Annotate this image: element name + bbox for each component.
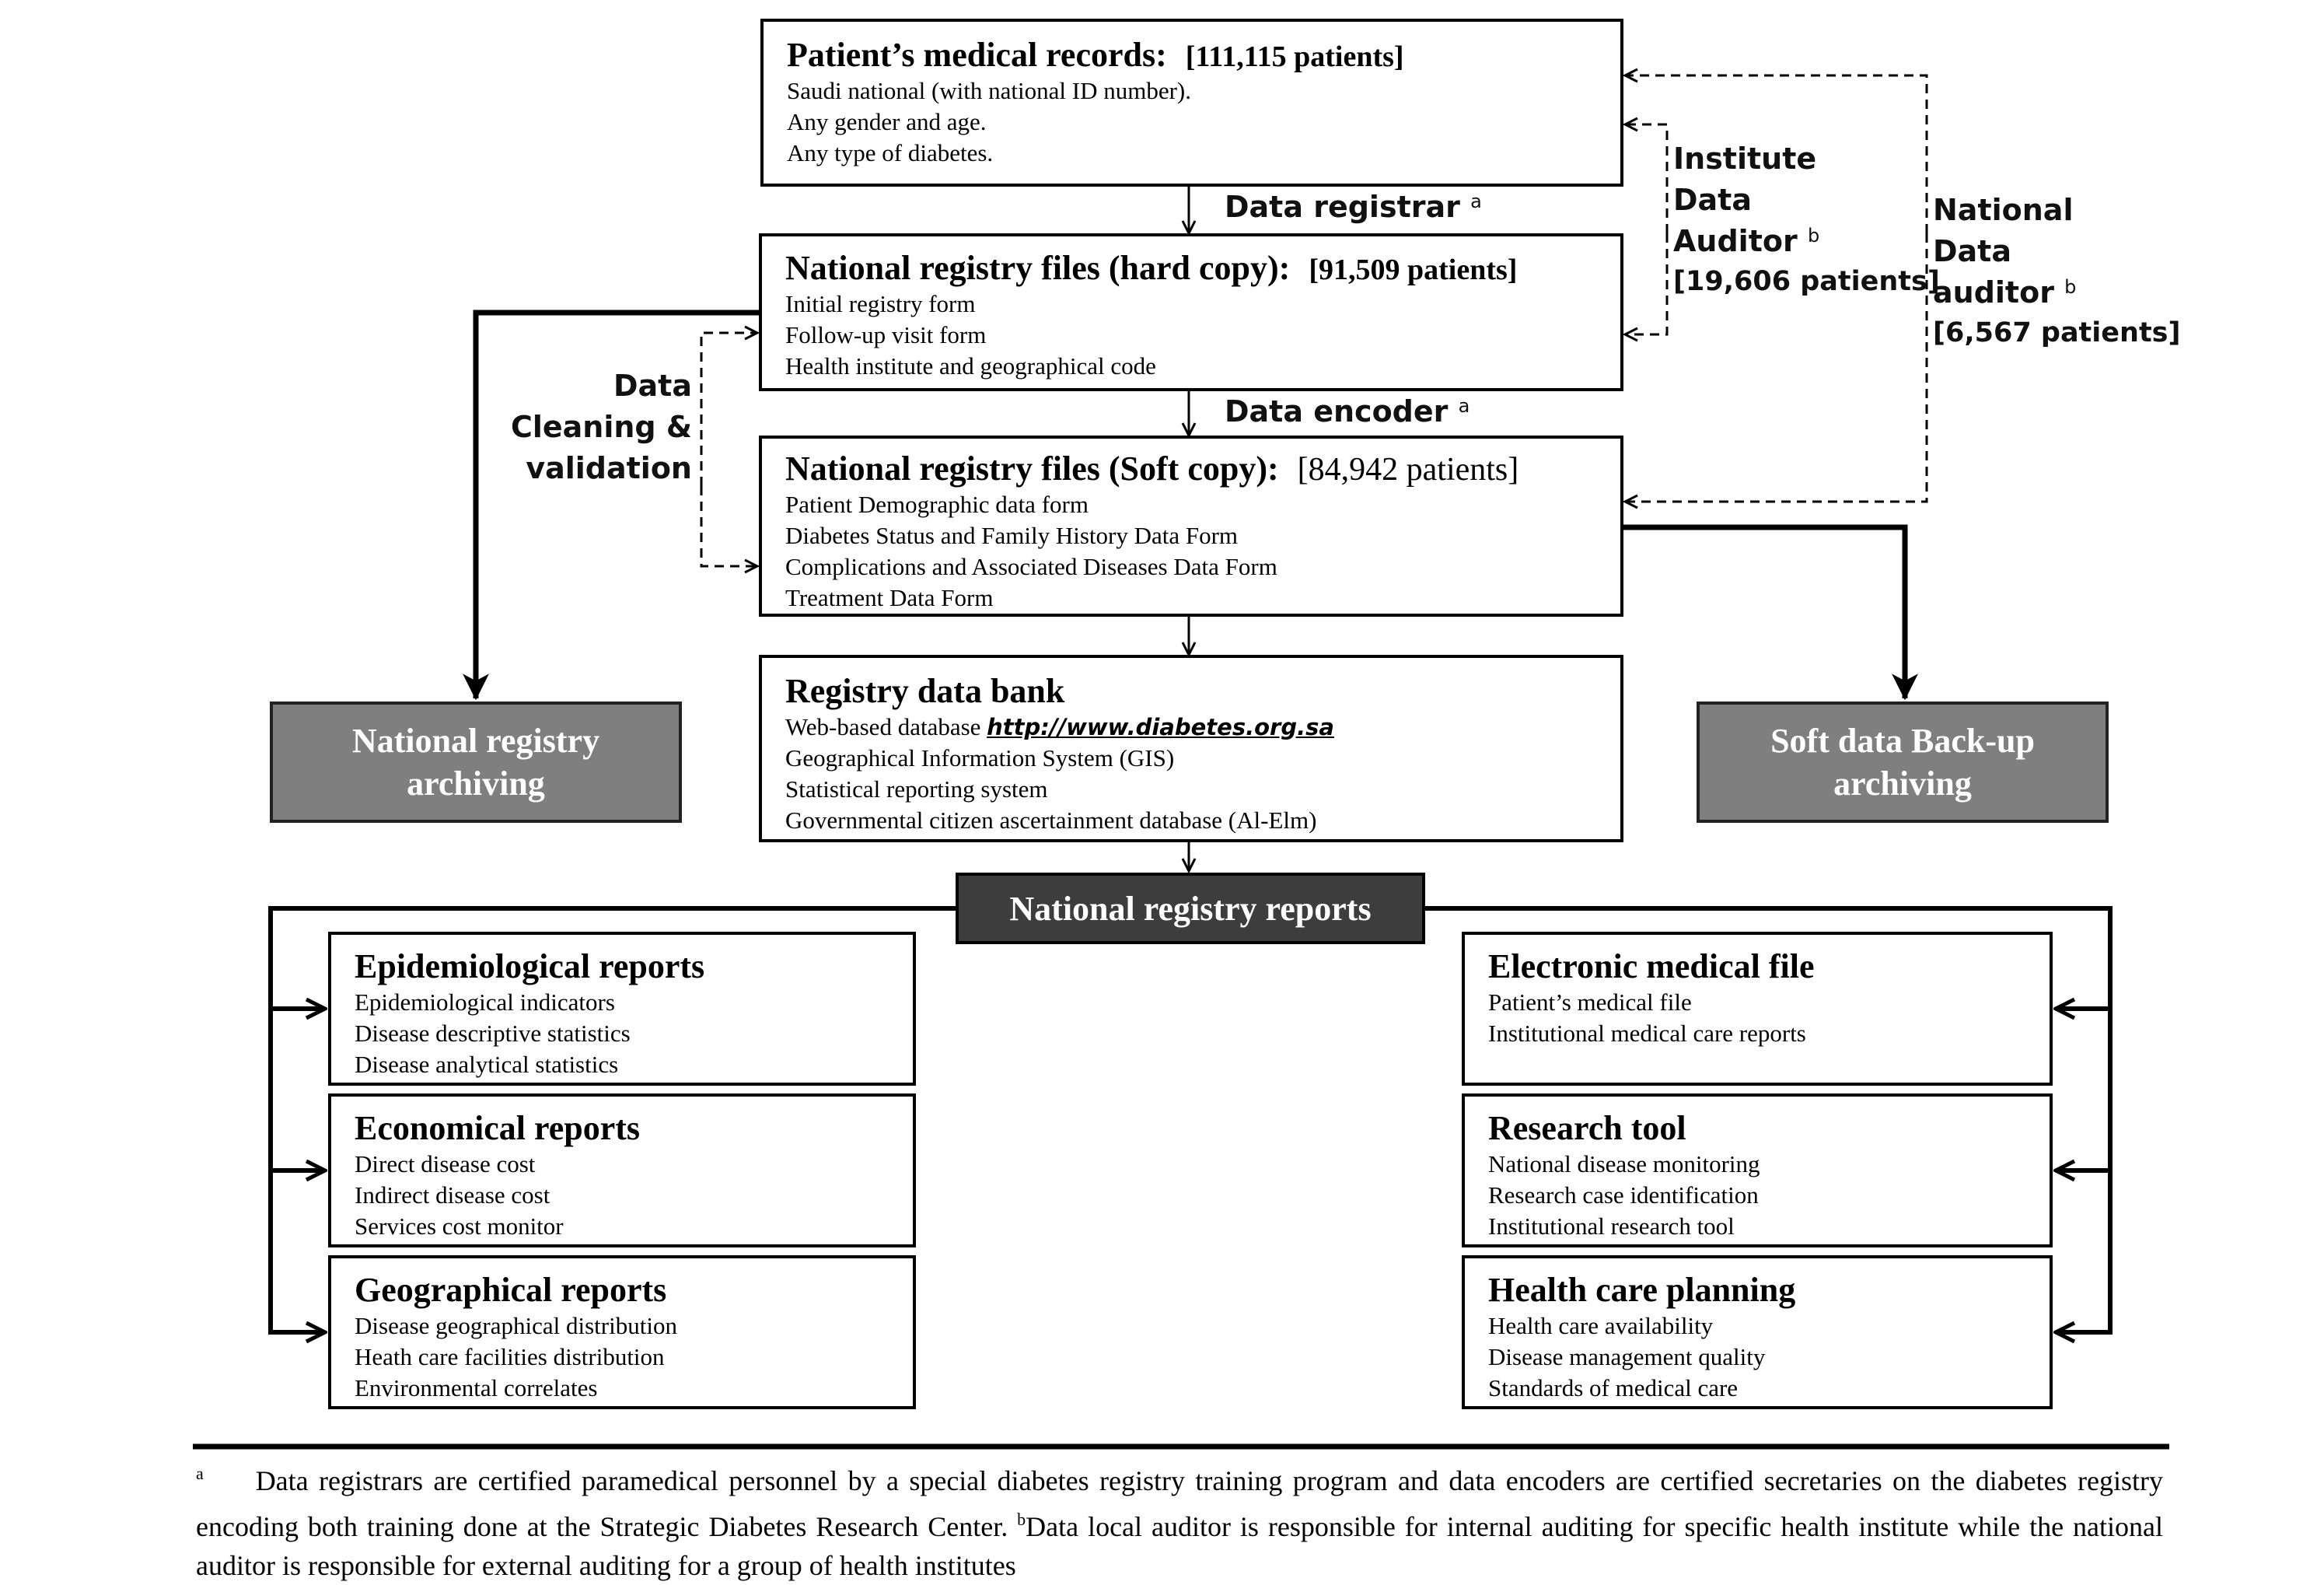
medical-records-count: [111,115 patients] [1185, 40, 1404, 73]
economical-line: Services cost monitor [355, 1212, 564, 1240]
epidemiological-line: Epidemiological indicators [355, 988, 615, 1016]
geographical-reports-box: Geographical reports Disease geographica… [328, 1255, 916, 1409]
economical-title: Economical reports [355, 1109, 641, 1147]
data-bank-line: Web-based database http://www.diabetes.o… [785, 712, 1334, 740]
soft-backup-line: Soft data Back-up [1770, 722, 2035, 760]
footnote-text-b: Data local auditor is responsible for in… [196, 1511, 2164, 1581]
research-tool-line: Research case identification [1488, 1181, 1759, 1209]
soft-copy-count: [84,942 patients] [1297, 452, 1519, 488]
data-bank-title: Registry data bank [785, 672, 1065, 710]
epidemiological-title: Epidemiological reports [355, 947, 705, 985]
geographical-line: Heath care facilities distribution [355, 1342, 665, 1370]
soft-copy-box: National registry files (Soft copy):[84,… [759, 436, 1623, 617]
footnote-mark-a: a [196, 1464, 204, 1483]
epidemiological-line: Disease analytical statistics [355, 1050, 619, 1078]
economical-reports-box: Economical reports Direct disease cost I… [328, 1093, 916, 1247]
health-planning-line: Health care availability [1488, 1311, 1714, 1339]
arrow-hardcopy-to-archiving [463, 310, 759, 701]
institute-auditor-count: [19,606 patients] [1673, 265, 1940, 297]
health-planning-title: Health care planning [1488, 1271, 1796, 1309]
geographical-line: Disease geographical distribution [355, 1311, 677, 1339]
medical-records-title: Patient’s medical records:[111,115 patie… [787, 36, 1404, 74]
data-bank-url-link[interactable]: http://www.diabetes.org.sa [987, 713, 1334, 740]
national-reports-title: National registry reports [1009, 889, 1372, 928]
research-tool-line: National disease monitoring [1488, 1149, 1760, 1177]
arrow-national-auditor-to-records [1625, 75, 1928, 233]
data-bank-box: Registry data bank Web-based database ht… [759, 655, 1623, 842]
soft-backup-box: Soft data Back-up archiving [1697, 702, 2109, 823]
hard-copy-count: [91,509 patients] [1309, 254, 1518, 286]
epidemiological-line: Disease descriptive statistics [355, 1019, 631, 1047]
arrow-institute-auditor-to-hardcopy [1625, 233, 1669, 334]
soft-copy-line: Diabetes Status and Family History Data … [785, 521, 1239, 549]
research-tool-line: Institutional research tool [1488, 1212, 1735, 1240]
health-planning-line: Standards of medical care [1488, 1373, 1739, 1401]
national-auditor-count: [6,567 patients] [1933, 317, 2181, 348]
geographical-line: Environmental correlates [355, 1373, 598, 1401]
electronic-file-line: Institutional medical care reports [1488, 1019, 1806, 1047]
research-tool-title: Research tool [1488, 1109, 1686, 1147]
footnote-text-a: Data registrars are certified paramedica… [196, 1465, 2164, 1542]
electronic-file-title: Electronic medical file [1488, 947, 1815, 985]
arrow-institute-auditor-to-records [1625, 124, 1669, 233]
soft-copy-title: National registry files (Soft copy):[84,… [785, 450, 1519, 488]
geographical-title: Geographical reports [355, 1271, 667, 1309]
data-encoder-label: Data encoder a [1225, 394, 1470, 429]
soft-backup-line: archiving [1833, 765, 1972, 803]
national-archiving-box: National registry archiving [270, 702, 682, 823]
arrow-softcopy-to-backup [1623, 524, 1918, 701]
medical-records-line: Any type of diabetes. [787, 138, 994, 166]
economical-line: Direct disease cost [355, 1149, 536, 1177]
hard-copy-line: Follow-up visit form [785, 320, 987, 348]
data-bank-line: Statistical reporting system [785, 775, 1048, 803]
health-planning-line: Disease management quality [1488, 1342, 1766, 1370]
institute-auditor-label: Institute Data Auditor b [19,606 patient… [1673, 138, 1940, 301]
soft-copy-line: Treatment Data Form [785, 583, 994, 611]
footnote-mark-b: b [1017, 1510, 1026, 1529]
arrow-cleaning-to-softcopy [700, 486, 757, 566]
data-bank-line: Geographical Information System (GIS) [785, 744, 1175, 772]
data-cleaning-label: Data Cleaning & validation [510, 369, 692, 486]
soft-copy-line: Patient Demographic data form [785, 490, 1089, 518]
national-archiving-line: National registry [351, 722, 600, 760]
electronic-file-line: Patient’s medical file [1488, 988, 1692, 1016]
electronic-file-box: Electronic medical file Patient’s medica… [1462, 932, 2053, 1086]
arrow-cleaning-to-hardcopy [700, 333, 757, 486]
national-auditor-label: National Data auditor b [6,567 patients] [1933, 190, 2181, 352]
arrow-national-auditor-to-softcopy [1625, 233, 1928, 502]
medical-records-line: Any gender and age. [787, 107, 987, 135]
medical-records-box: Patient’s medical records:[111,115 patie… [760, 19, 1623, 187]
footnote: a Data registrars are certified paramedi… [196, 1454, 2163, 1585]
soft-copy-line: Complications and Associated Diseases Da… [785, 552, 1277, 580]
data-bank-line: Governmental citizen ascertainment datab… [785, 806, 1317, 834]
data-registrar-label: Data registrar a [1225, 190, 1482, 224]
medical-records-line: Saudi national (with national ID number)… [787, 76, 1191, 104]
national-reports-box: National registry reports [956, 873, 1425, 944]
health-planning-box: Health care planning Health care availab… [1462, 1255, 2053, 1409]
hard-copy-line: Initial registry form [785, 289, 976, 317]
epidemiological-reports-box: Epidemiological reports Epidemiological … [328, 932, 916, 1086]
hard-copy-line: Health institute and geographical code [785, 352, 1156, 380]
economical-line: Indirect disease cost [355, 1181, 550, 1209]
hard-copy-title: National registry files (hard copy):[91,… [785, 249, 1518, 287]
research-tool-box: Research tool National disease monitorin… [1462, 1093, 2053, 1247]
hard-copy-box: National registry files (hard copy):[91,… [759, 233, 1623, 391]
national-archiving-line: archiving [407, 765, 545, 803]
